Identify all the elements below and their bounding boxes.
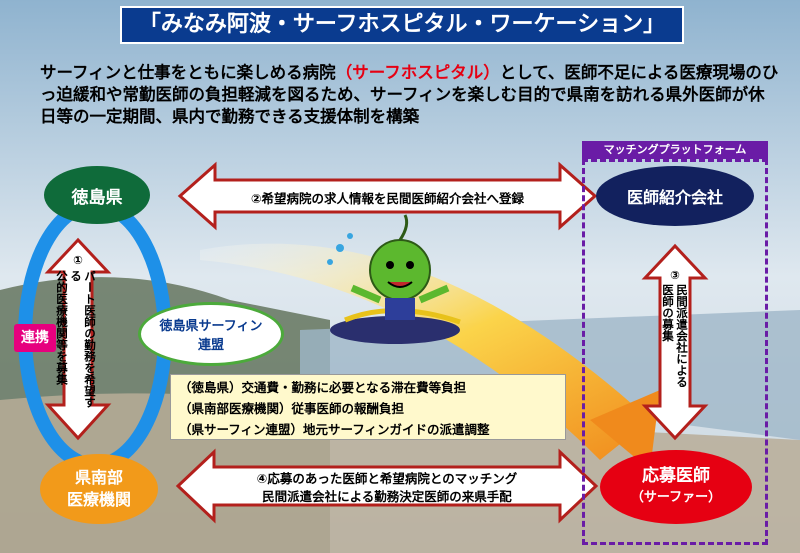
intro-highlight: （サーフホスピタル） <box>335 63 500 82</box>
node-doctor: 応募医師 （サーファー） <box>600 450 752 524</box>
federation-line2: 連盟 <box>197 338 224 353</box>
intro-part2: として、医師不足による医療現場のひっ迫緩和や常勤医師の負担軽減を図るため、サーフ… <box>40 63 779 126</box>
renkei-badge: 連携 <box>14 324 56 352</box>
step3-num: ③ <box>668 268 682 282</box>
step4-text: ④応募のあった医師と希望病院とのマッチング 民間派遣会社による勤務決定医師の来県… <box>214 470 560 506</box>
beam-arrowhead <box>590 390 660 470</box>
mascot-surfer-icon <box>327 214 461 344</box>
step3-col2: 医師の募集 <box>661 284 675 342</box>
cost-item: （県南部医療機関）従事医師の報酬負担 <box>179 401 405 416</box>
cost-item: （徳島県）交通費・勤務に必要となる滞在費等負担 <box>179 380 467 395</box>
surfing-federation: 徳島県サーフィン 連盟 <box>138 302 284 366</box>
step3-col1: 民間派遣会社による <box>675 284 689 388</box>
node-doctor-line1: 応募医師 <box>642 466 710 486</box>
node-doctor-line2: （サーファー） <box>630 490 722 505</box>
node-hospital: 県南部 医療機関 <box>40 454 158 524</box>
node-agency-label: 医師紹介会社 <box>626 188 723 207</box>
federation-line1: 徳島県サーフィン <box>159 319 263 334</box>
step2-arrow <box>177 161 598 231</box>
node-tokushima-label: 徳島県 <box>71 187 123 208</box>
step1-col2: 公的医療機関等を募集 <box>55 270 69 385</box>
step1-col1: パート医師の勤務を希望する <box>69 270 97 408</box>
step4-line1: ④応募のあった医師と希望病院とのマッチング <box>256 471 518 486</box>
intro-part1: サーフィンと仕事をともに楽しめる病院 <box>40 63 336 82</box>
step1-num: ① <box>71 253 85 267</box>
intro-text: サーフィンと仕事をともに楽しめる病院（サーフホスピタル）として、医師不足による医… <box>40 62 780 128</box>
node-hospital-line2: 医療機関 <box>66 490 131 509</box>
step4-arrow <box>175 448 599 524</box>
step4-line2: 民間派遣会社による勤務決定医師の来県手配 <box>262 489 512 504</box>
node-hospital-line1: 県南部 <box>74 468 123 487</box>
cost-item: （県サーフィン連盟）地元サーフィンガイドの派遣調整 <box>179 422 490 437</box>
step3-arrow <box>641 243 709 441</box>
node-agency: 医師紹介会社 <box>596 166 754 226</box>
platform-label: マッチングプラットフォーム <box>582 141 768 159</box>
step1-arrow <box>44 237 112 441</box>
cost-box: （徳島県）交通費・勤務に必要となる滞在費等負担 （県南部医療機関）従事医師の報酬… <box>170 374 566 440</box>
platform-box <box>582 159 768 545</box>
step2-text: ②希望病院の求人情報を民間医師紹介会社へ登録 <box>250 191 525 206</box>
page-title: 「みなみ阿波・サーフホスピタル・ワーケーション」 <box>120 6 684 44</box>
node-tokushima: 徳島県 <box>44 166 150 224</box>
